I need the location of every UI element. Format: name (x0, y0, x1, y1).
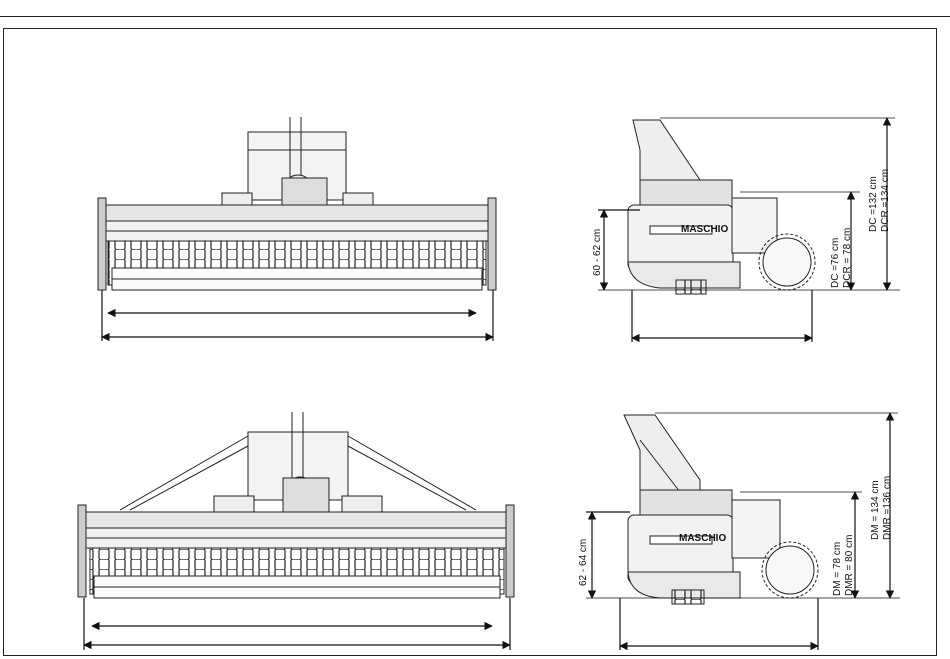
dc-label: DC =76 cm (830, 238, 841, 288)
dcr-total-label: DCR =134 cm (880, 169, 891, 232)
side-view-top (628, 120, 815, 294)
height-range-top: 60 - 62 cm (592, 229, 603, 276)
dmr-total-label: DMR =136 cm (882, 476, 893, 540)
dc-total-label: DC =132 cm (868, 176, 879, 232)
brand-logo-top: MASCHIO (681, 224, 728, 235)
dm-label: DM = 78 cm (832, 542, 843, 596)
height-range-bottom: 62 - 64 cm (578, 539, 589, 586)
dm-total-label: DM = 134 cm (870, 480, 881, 540)
side-view-bottom (624, 415, 818, 604)
brand-logo-bottom: MASCHIO (679, 533, 726, 544)
front-view-bottom (78, 412, 514, 598)
dimension-working-width-top (102, 290, 493, 341)
dimension-working-width-bottom (84, 598, 510, 650)
dcr-label: DCR = 78 cm (842, 228, 853, 288)
front-view-top (98, 117, 496, 290)
dmr-label: DMR = 80 cm (844, 535, 855, 596)
